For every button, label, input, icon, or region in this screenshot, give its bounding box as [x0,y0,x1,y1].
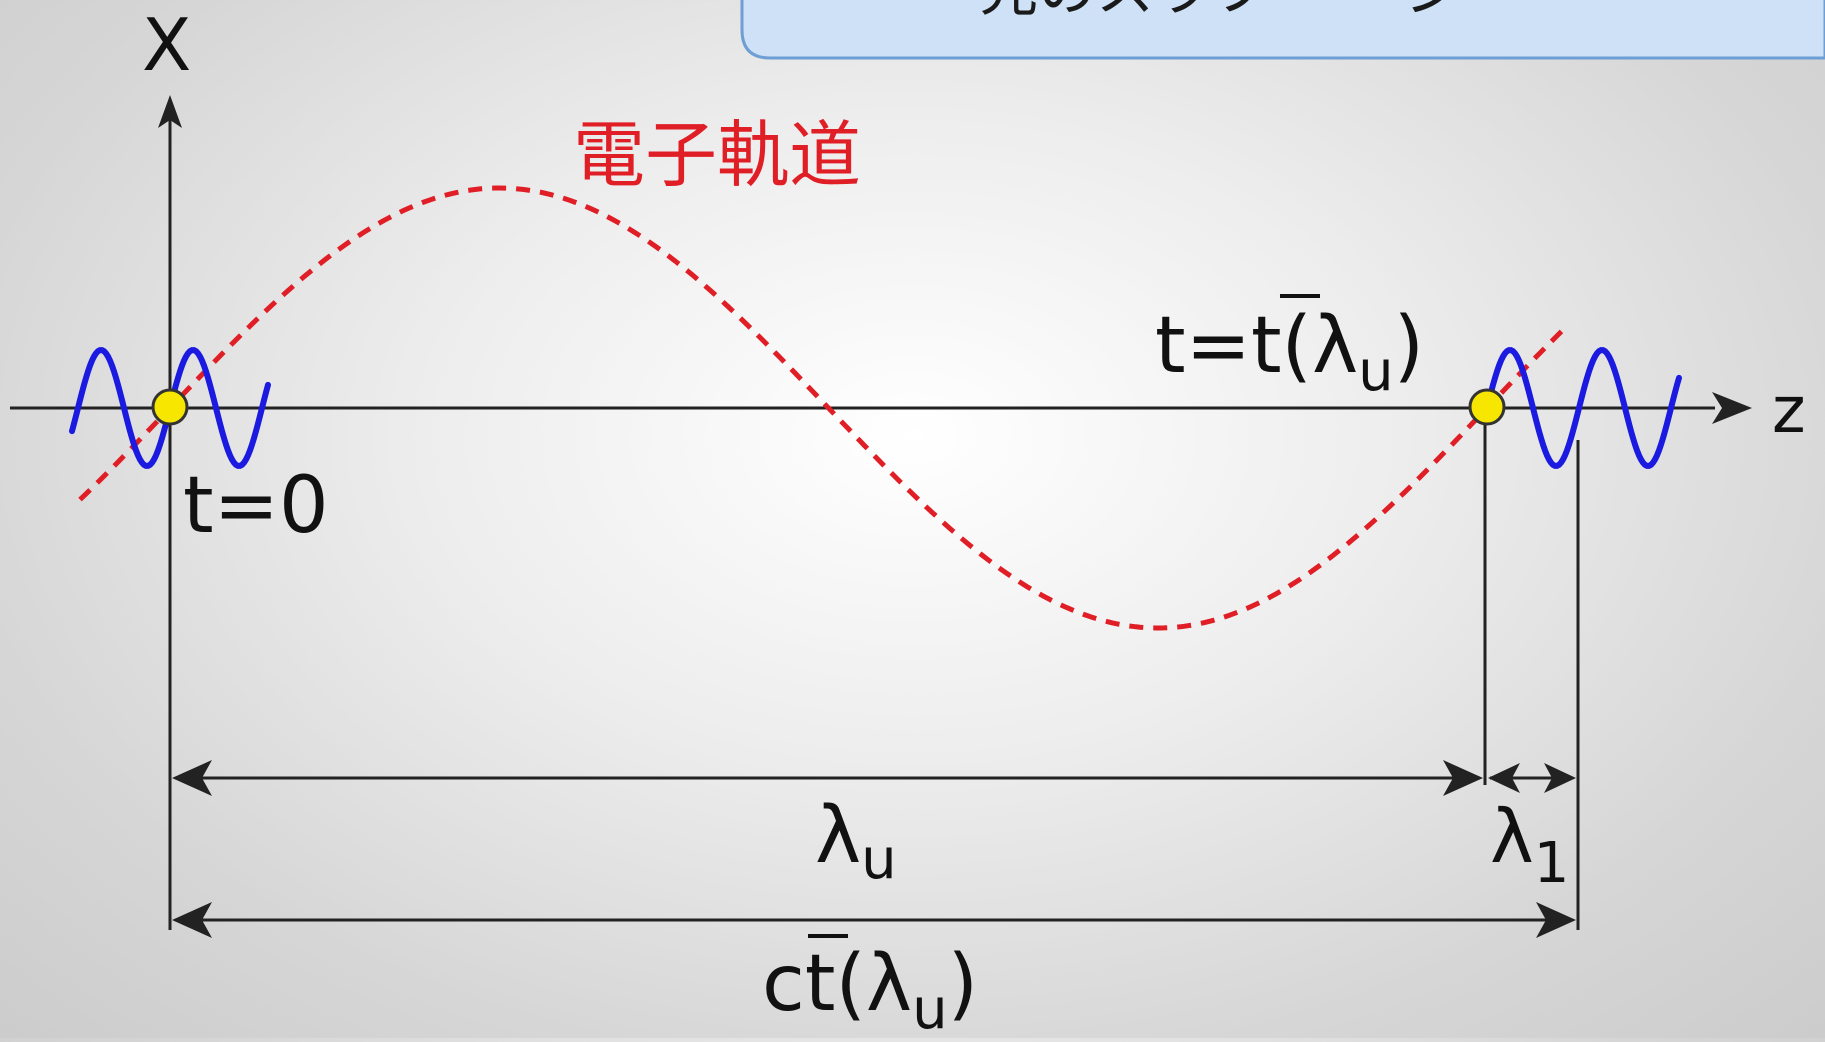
ct-label: ct(λu) [762,934,978,1042]
header-banner-shape [740,0,1825,60]
ct-prefix: c [762,939,805,1029]
dimension-arrows [172,760,1576,938]
lambda-u-label: λu [815,791,897,892]
vertical-axis-arrowhead [158,95,182,128]
electron-orbit-curve [78,185,1566,631]
lambda-u-symbol: λ [815,791,861,881]
horizontal-axis-label: z [1772,374,1806,448]
lambda-1-label: λ1 [1490,794,1569,896]
lambda-u-dimension [172,760,1483,796]
dimension-guides [168,408,1580,930]
lambda-1-dimension [1488,763,1576,793]
end-time-label: t=t(λu) [1155,294,1424,404]
lambda-u-subscript: u [861,827,897,892]
start-time-label: t=0 [183,461,329,551]
electron-orbit-label: 電子軌道 [573,113,861,197]
light-wave-right [1484,347,1682,469]
header-banner-text: 光のスラフ－ー ジ [980,0,1462,24]
end-time-prefix: t= [1155,301,1251,391]
ct-arrow-left [172,902,212,938]
svg-text:ct(λu): ct(λu) [762,939,978,1038]
svg-text:λ1: λ1 [1490,794,1569,896]
lambda-1-arrow-right [1544,763,1576,793]
ct-tbar: t [805,939,836,1029]
ct-open: ( [835,939,865,1029]
header-banner: 光のスラフ－ー ジ [740,0,1825,60]
ct-arrow-right [1536,902,1576,938]
end-time-tbar: t [1251,301,1282,391]
end-time-lambda: λ [1312,301,1358,391]
svg-text:λu: λu [815,791,897,892]
vertical-axis-label: X [142,3,191,87]
end-time-open: ( [1282,301,1312,391]
ct-symbol: λ [866,939,912,1029]
ct-subscript: u [912,977,948,1038]
ct-dimension [172,902,1576,938]
lambda-u-arrow-right [1443,760,1483,796]
ct-close: ) [948,939,978,1029]
lambda-1-subscript: 1 [1534,831,1570,896]
end-time-close: ) [1394,301,1424,391]
svg-text:t=t(λu): t=t(λu) [1155,301,1424,404]
end-time-subscript: u [1358,339,1394,404]
start-point-marker [151,388,189,426]
lambda-u-arrow-left [172,760,212,796]
lambda-1-symbol: λ [1490,794,1534,880]
end-point-marker [1468,388,1506,426]
horizontal-axis-arrowhead [1712,392,1752,424]
axes: X z [10,3,1806,760]
lambda-1-arrow-left [1488,763,1520,793]
